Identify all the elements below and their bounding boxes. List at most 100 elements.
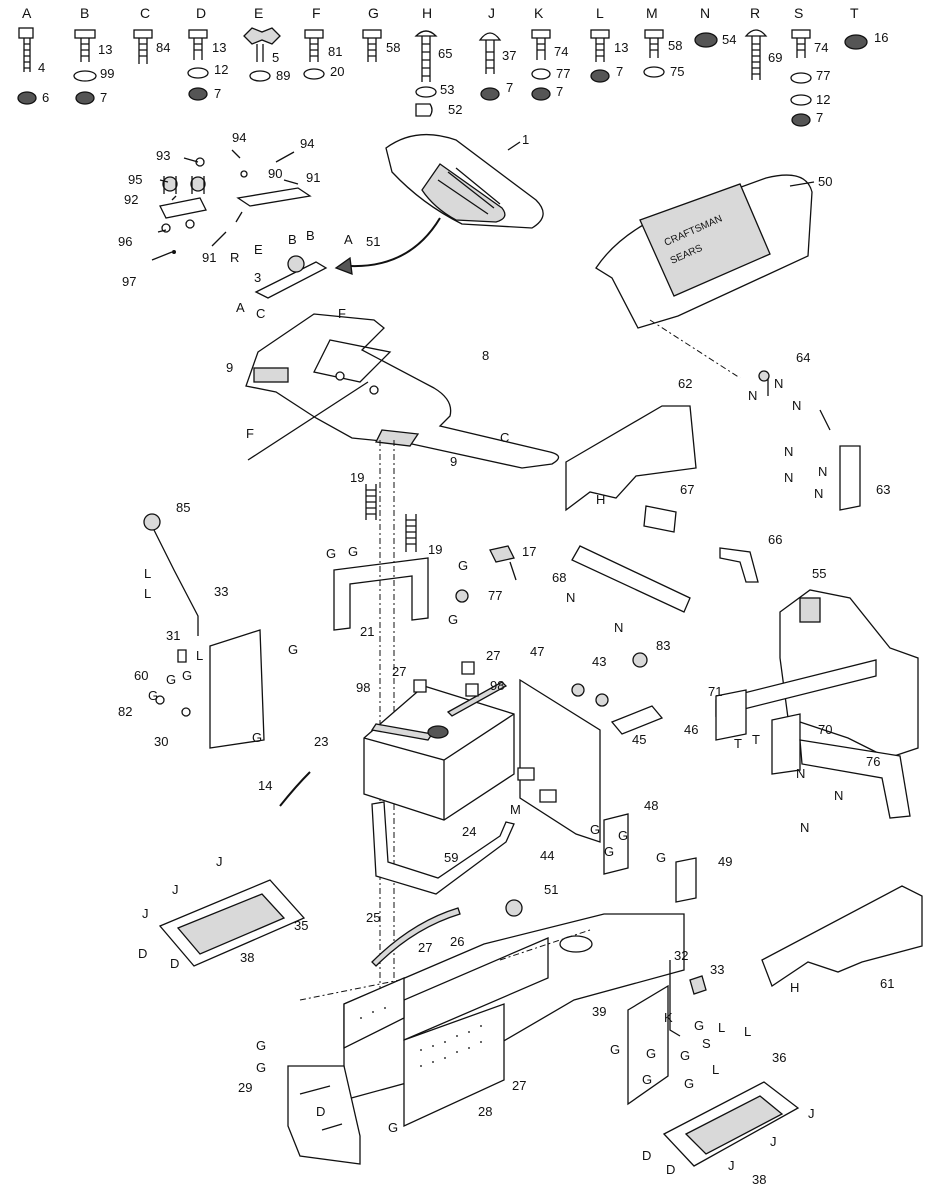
callout-39: 39 (592, 1004, 606, 1019)
letter-N: N (796, 766, 805, 781)
kit-C-key: C (140, 5, 150, 21)
letter-G: G (388, 1120, 398, 1135)
callout-85: 85 (176, 500, 190, 515)
side-panel: H 61 (761, 885, 923, 995)
letter-L: L (712, 1062, 719, 1077)
callout-29: 29 (238, 1080, 252, 1095)
seat: 1 (334, 132, 544, 275)
kit-S-nut (791, 113, 811, 127)
letter-E: E (254, 242, 263, 257)
callout-76: 76 (866, 754, 880, 769)
callout-24: 24 (462, 824, 476, 839)
kit-S-part: 74 (814, 40, 828, 55)
callout-63: 63 (876, 482, 890, 497)
kit-F-washer (303, 68, 325, 80)
callout-19: 19 (428, 542, 442, 557)
kit-J-bolt (478, 32, 502, 41)
callout-31: 31 (166, 628, 180, 643)
callout-19: 19 (350, 470, 364, 485)
kit-S-part: 77 (816, 68, 830, 83)
letter-R: R (230, 250, 239, 265)
letter-J: J (808, 1106, 815, 1121)
pedal-bracket-left: 85 33 31 60 82 30 L L L G G G G G (118, 500, 298, 749)
kit-A-nut (17, 91, 37, 105)
callout-98: 98 (356, 680, 370, 695)
kit-S-bolt (791, 29, 811, 39)
kit-B-bolt (74, 29, 96, 39)
letter-J: J (216, 854, 223, 869)
callout-27: 27 (512, 1078, 526, 1093)
letter-G: G (684, 1076, 694, 1091)
letter-N: N (834, 788, 843, 803)
letter-F: F (338, 306, 346, 321)
fender: 9 9 8 F F C (226, 306, 560, 469)
letter-G: G (656, 850, 666, 865)
kit-C-bolt (133, 29, 153, 39)
kit-D-bolt (188, 29, 208, 39)
callout-82: 82 (118, 704, 132, 719)
seat-bracket: 3 B B A 51 A C (236, 228, 380, 321)
kit-R-key: R (750, 5, 760, 21)
callout-35: 35 (294, 918, 308, 933)
callout-64: 64 (796, 350, 810, 365)
callout-23: 23 (314, 734, 328, 749)
kit-D-washer (187, 67, 209, 79)
callout-9: 9 (226, 360, 233, 375)
letter-C: C (500, 430, 509, 445)
letter-G: G (256, 1060, 266, 1075)
letter-N: N (800, 820, 809, 835)
letter-G: G (256, 1038, 266, 1053)
kit-B-part: 99 (100, 66, 114, 81)
callout-61: 61 (880, 976, 894, 991)
callout-38: 38 (240, 950, 254, 965)
letter-D: D (138, 946, 147, 961)
kit-K-nut (531, 87, 551, 101)
footrest-right: 36 38 J J J D D (642, 1050, 815, 1187)
kit-B-washer (73, 70, 97, 82)
letter-N: N (614, 620, 623, 635)
letter-J: J (728, 1158, 735, 1173)
letter-G: G (166, 672, 176, 687)
letter-H: H (596, 492, 605, 507)
letter-F: F (246, 426, 254, 441)
callout-28: 28 (478, 1104, 492, 1119)
callout-3: 3 (254, 270, 261, 285)
pedal-bracket-right: 32 33 39 K S G G G G G G L L L (592, 948, 751, 1106)
callout-48: 48 (644, 798, 658, 813)
letter-G: G (288, 642, 298, 657)
kit-D-part: 7 (214, 86, 221, 101)
callout-94: 94 (232, 130, 246, 145)
kit-E-knob (243, 27, 281, 45)
tank-support: 14 59 M (258, 771, 521, 895)
callout-33: 33 (214, 584, 228, 599)
kit-M-key: M (646, 5, 658, 21)
letter-G: G (326, 546, 336, 561)
letter-N: N (792, 398, 801, 413)
callout-51: 51 (544, 882, 558, 897)
kit-H-bolt (414, 30, 438, 37)
letter-G: G (590, 822, 600, 837)
callout-94: 94 (300, 136, 314, 151)
kit-D-nut (188, 87, 208, 101)
letter-G: G (646, 1046, 656, 1061)
callout-62: 62 (678, 376, 692, 391)
callout-98: 98 (490, 678, 504, 693)
kit-G-key: G (368, 5, 379, 21)
letter-G: G (680, 1048, 690, 1063)
callout-36: 36 (772, 1050, 786, 1065)
letter-N: N (784, 470, 793, 485)
hood-brackets: 67 66 68 N N (552, 482, 782, 635)
letter-G: G (148, 688, 158, 703)
kit-T-key: T (850, 5, 859, 21)
kit-R-part: 69 (768, 50, 782, 65)
kit-J-part: 7 (506, 80, 513, 95)
letter-B: B (306, 228, 315, 243)
callout-95: 95 (128, 172, 142, 187)
kit-L-nut (590, 69, 610, 83)
kit-F-key: F (312, 5, 321, 21)
kit-M-part: 58 (668, 38, 682, 53)
letter-J: J (142, 906, 149, 921)
kit-S-key: S (794, 5, 803, 21)
front-bracket: 76 N N N (796, 739, 911, 835)
seat-pivot-assembly: 94 94 93 95 92 96 97 90 91 91 R E (118, 130, 320, 289)
